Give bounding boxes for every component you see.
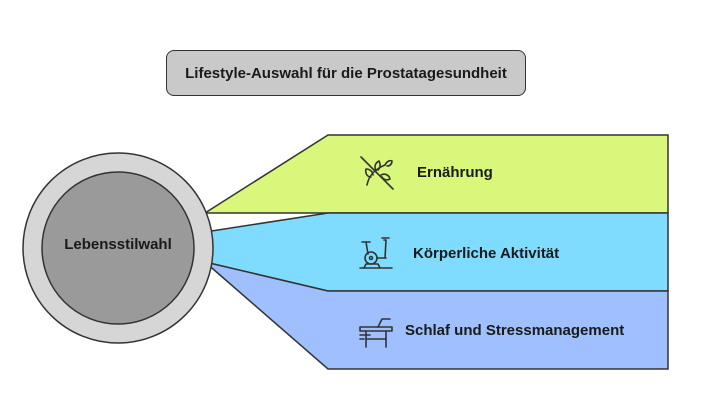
- segment-label-nutrition: Ernährung: [417, 164, 493, 181]
- segment-label-sleep-stress: Schlaf und Stressmanagement: [405, 322, 625, 339]
- no-plant-icon: [360, 156, 394, 190]
- massage-table-icon: [359, 318, 393, 348]
- segment-label-physical-activity: Körperliche Aktivität: [413, 245, 560, 262]
- center-label: Lebensstilwahl: [64, 236, 172, 253]
- exercise-bike-icon: [359, 237, 393, 269]
- diagram-title: Lifestyle-Auswahl für die Prostatagesund…: [166, 50, 526, 96]
- segment-sleep-stress: [204, 261, 669, 370]
- center-circle-inner: [41, 171, 195, 325]
